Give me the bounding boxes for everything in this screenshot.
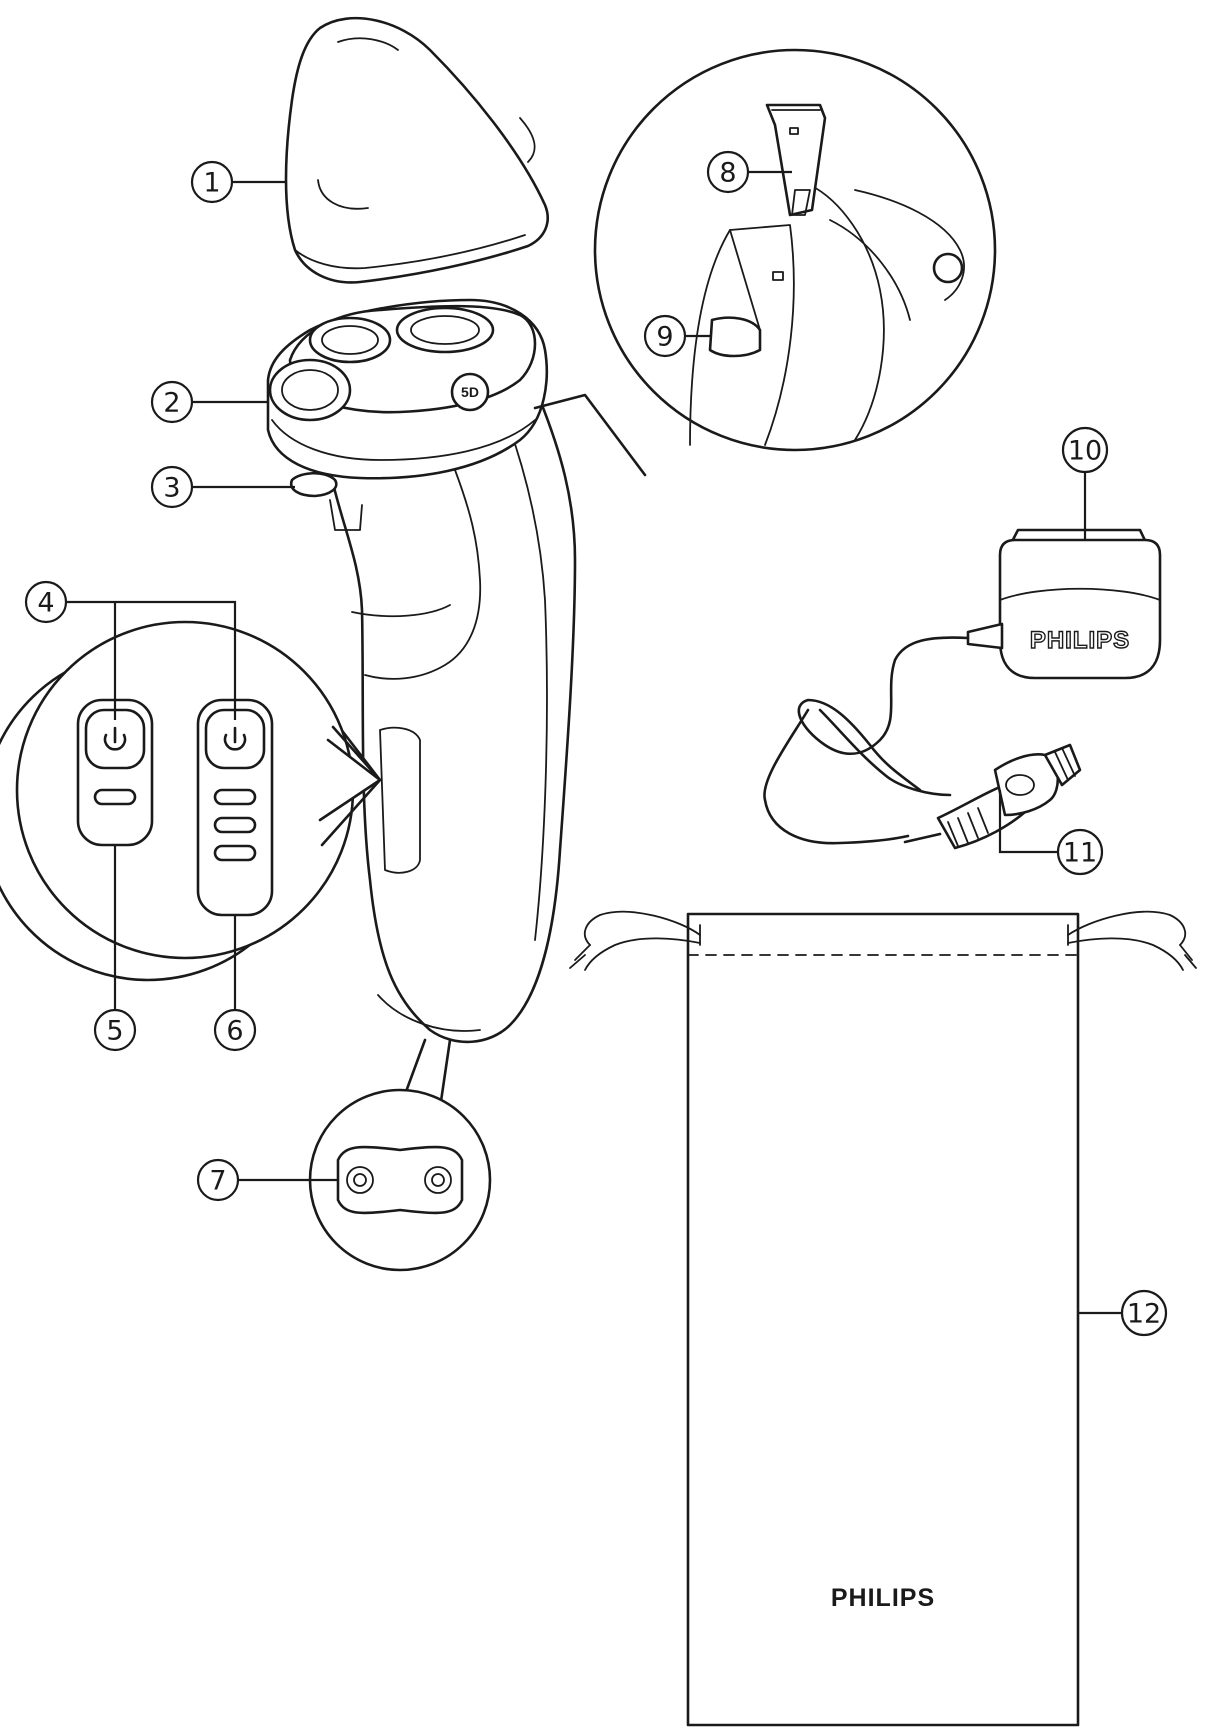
socket-zoom (308, 1038, 492, 1272)
callout-label: 4 (37, 588, 54, 619)
battery-indicator-icon (213, 844, 257, 862)
control-panel-zoom (0, 620, 382, 982)
callout-label: 7 (209, 1166, 226, 1197)
storage-pouch: PHILIPS (569, 910, 1197, 1727)
trimmer-zoom (533, 48, 997, 477)
pouch-logo: PHILIPS (831, 1584, 935, 1612)
callout-12: 12 (1120, 1289, 1168, 1337)
shaving-units (268, 306, 495, 422)
callout-11: 11 (1056, 828, 1104, 876)
callout-label: 9 (656, 322, 673, 353)
callout-3: 3 (150, 465, 194, 509)
callout-10: 10 (1061, 426, 1109, 474)
shaver-body: 5D (266, 298, 577, 1044)
power-icon (223, 726, 247, 751)
power-cord (763, 636, 970, 845)
callout-label: 10 (1068, 436, 1102, 467)
protective-cap (284, 16, 549, 284)
socket (336, 1145, 464, 1215)
battery-indicator-icon (93, 788, 137, 806)
appliance-plug (936, 743, 1082, 850)
callout-2: 2 (150, 380, 194, 424)
trimmer-blade (765, 103, 827, 217)
callout-label: 2 (163, 388, 180, 419)
callout-5: 5 (93, 1008, 137, 1052)
callout-label: 1 (203, 168, 220, 199)
callout-4: 4 (24, 580, 68, 624)
release-button (289, 471, 338, 498)
callout-8: 8 (706, 150, 750, 194)
callout-9: 9 (643, 314, 687, 358)
adapter-logo: PHILIPS (1030, 627, 1130, 654)
callout-6: 6 (213, 1008, 257, 1052)
callout-label: 3 (163, 473, 180, 504)
callout-7: 7 (196, 1158, 240, 1202)
battery-indicator-icon (213, 788, 257, 806)
power-icon (103, 726, 127, 751)
callout-label: 6 (226, 1016, 243, 1047)
power-adapter: PHILIPS (966, 528, 1162, 680)
callout-label: 8 (719, 158, 736, 189)
callout-1: 1 (190, 160, 234, 204)
callout-label: 5 (106, 1016, 123, 1047)
battery-indicator-icon (213, 816, 257, 834)
leader-lines (66, 170, 1122, 1315)
callout-label: 11 (1063, 838, 1097, 869)
trimmer-slide (708, 316, 762, 358)
callout-label: 12 (1127, 1299, 1161, 1330)
head-badge (450, 372, 490, 412)
head-badge-text: 5D (461, 384, 479, 400)
